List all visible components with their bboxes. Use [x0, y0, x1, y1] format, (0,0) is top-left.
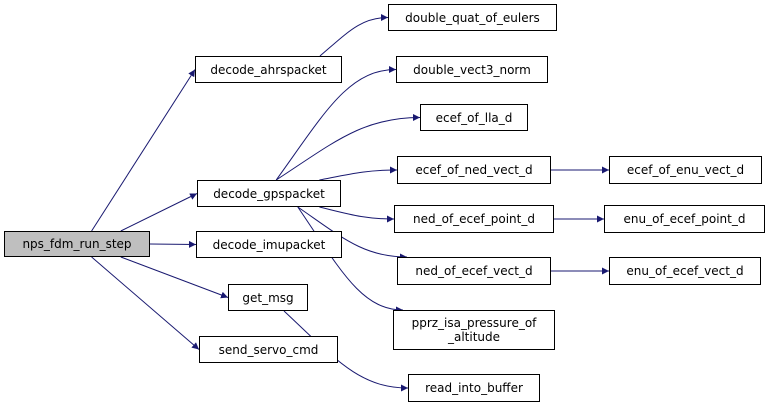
edge-nps-fdm-run-step-to-get-msg: [120, 256, 229, 299]
node-pprz-isa-pressure-of-altitude[interactable]: pprz_isa_pressure_of _altitude: [393, 310, 555, 350]
node-ecef-of-ned-vect-d[interactable]: ecef_of_ned_vect_d: [397, 156, 551, 184]
node-ned-of-ecef-vect-d[interactable]: ned_of_ecef_vect_d: [397, 257, 551, 285]
edge-get-msg-to-read-into-buffer: [283, 310, 409, 392]
node-enu-of-ecef-point-d[interactable]: enu_of_ecef_point_d: [604, 205, 765, 233]
node-double-vect3-norm[interactable]: double_vect3_norm: [396, 56, 548, 83]
edge-decode-gpspacket-to-ecef-of-ned-vect-d: [319, 166, 398, 181]
edge-decode-gpspacket-to-ned-of-ecef-point-d: [319, 206, 395, 223]
node-ecef-of-lla-d[interactable]: ecef_of_lla_d: [420, 104, 528, 131]
edge-decode-ahrspacket-to-double-quat-of-eulers: [319, 14, 389, 57]
node-get-msg[interactable]: get_msg: [228, 284, 308, 311]
edge-decode-gpspacket-to-pprz-isa-pressure-of-altitude: [297, 206, 404, 314]
node-read-into-buffer[interactable]: read_into_buffer: [408, 374, 540, 402]
edge-nps-fdm-run-step-to-decode-gpspacket: [120, 193, 198, 232]
edge-decode-gpspacket-to-ecef-of-lla-d: [275, 114, 421, 181]
edge-nps-fdm-run-step-to-decode-ahrspacket: [91, 69, 196, 232]
node-decode-imupacket[interactable]: decode_imupacket: [196, 231, 342, 258]
edge-nps-fdm-run-step-to-send-servo-cmd: [91, 256, 200, 350]
node-ecef-of-enu-vect-d[interactable]: ecef_of_enu_vect_d: [609, 156, 762, 184]
edge-decode-gpspacket-to-ned-of-ecef-vect-d: [297, 206, 408, 261]
edge-decode-gpspacket-to-double-vect3-norm: [275, 66, 397, 181]
edge-nps-fdm-run-step-to-decode-imupacket: [149, 240, 197, 248]
node-decode-gpspacket[interactable]: decode_gpspacket: [197, 180, 341, 207]
node-nps-fdm-run-step: nps_fdm_run_step: [4, 231, 150, 257]
node-send-servo-cmd[interactable]: send_servo_cmd: [199, 336, 338, 363]
node-ned-of-ecef-point-d[interactable]: ned_of_ecef_point_d: [394, 205, 554, 233]
node-enu-of-ecef-vect-d[interactable]: enu_of_ecef_vect_d: [609, 257, 761, 285]
node-double-quat-of-eulers[interactable]: double_quat_of_eulers: [388, 4, 557, 31]
node-decode-ahrspacket[interactable]: decode_ahrspacket: [195, 56, 342, 83]
